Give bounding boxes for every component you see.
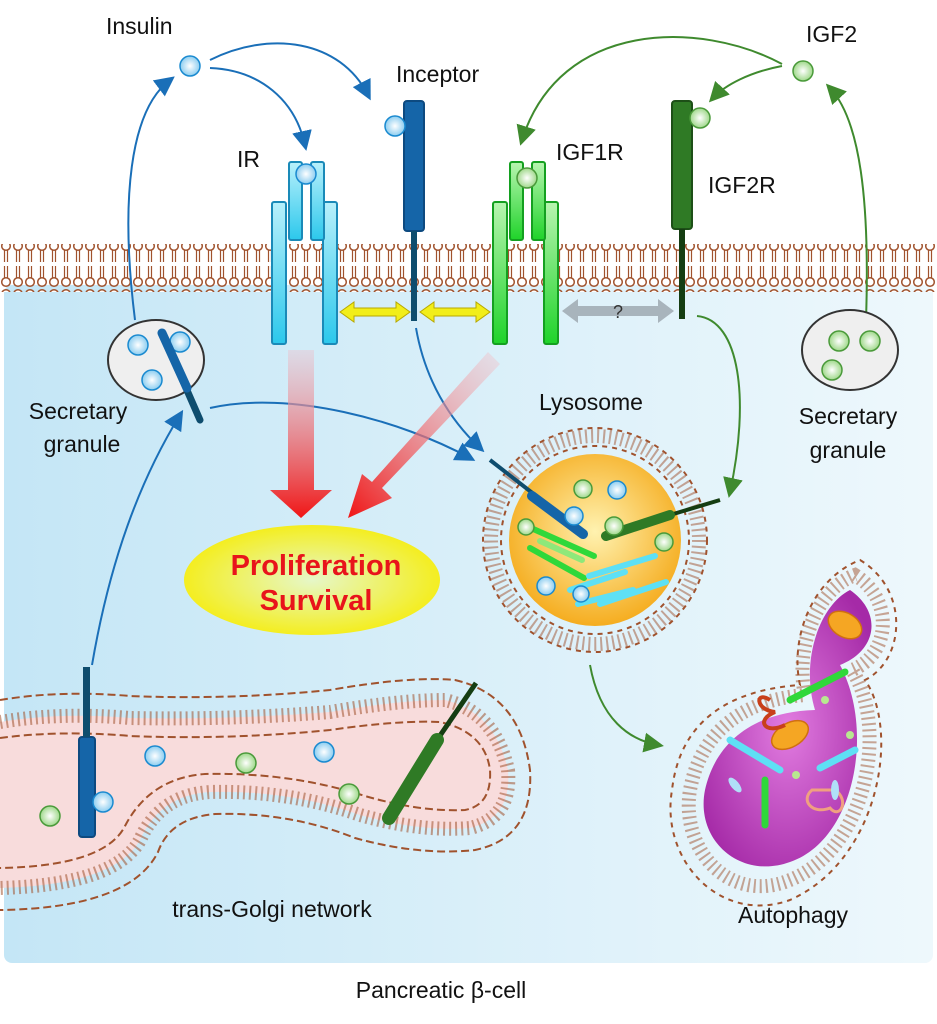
ir-label: IR (237, 146, 260, 172)
arrow-granule-to-igf2 (825, 83, 868, 321)
interaction-arrows: ? (339, 299, 674, 323)
autophagy-label: Autophagy (738, 902, 848, 928)
arrow-insulin-to-ir (209, 67, 312, 151)
igf1r-signal-arrow (348, 352, 500, 518)
arrow-igf2-to-igf1r (516, 36, 783, 146)
outcome-survival: Survival (260, 585, 373, 617)
arrow-granule-to-insulin (127, 76, 175, 321)
igf1r-receptor (492, 161, 559, 345)
trans-golgi-network (0, 678, 532, 911)
arrow-golgi-to-granule (91, 409, 184, 666)
outcome-oval: Proliferation Survival (184, 525, 440, 635)
secretary-granule-right-label-line1: Secretary (799, 403, 898, 429)
arrow-igf2r-to-lysosome (696, 315, 743, 498)
igf2r-receptor (671, 100, 711, 319)
autophagosome (669, 558, 898, 907)
lysosome (482, 427, 721, 653)
inceptor-igf1r-interaction-arrow (419, 301, 491, 323)
insulin-molecule (179, 55, 201, 77)
secretary-granule-left-label-line2: granule (44, 431, 121, 457)
igf1r-label: IGF1R (556, 139, 624, 165)
igf2-pathway-arrows (516, 36, 868, 753)
secretary-granule-right (801, 309, 899, 391)
outcome-proliferation: Proliferation (231, 550, 402, 582)
trans-golgi-label: trans-Golgi network (172, 896, 372, 922)
lysosome-label: Lysosome (539, 389, 643, 415)
igf2-label: IGF2 (806, 21, 857, 47)
golgi-cargo (39, 667, 479, 838)
arrow-inceptor-to-lysosome (415, 327, 485, 453)
inceptor-label: Inceptor (396, 61, 479, 87)
secretary-granule-left-label-line1: Secretary (29, 398, 128, 424)
igf1r-igf2r-unknown-arrow (562, 299, 674, 323)
arrow-lysosome-to-autophagy (589, 664, 664, 753)
arrow-granule-to-lysosome (209, 401, 476, 461)
ir-receptor (271, 161, 338, 345)
unknown-interaction-label: ? (613, 302, 623, 322)
secretary-granule-right-label-line2: granule (810, 437, 887, 463)
insulin-pathway-arrows (91, 42, 485, 666)
figure-title: Pancreatic β-cell (356, 977, 526, 1003)
signaling-arrows (270, 350, 500, 518)
inceptor-receptor (384, 100, 425, 321)
plasma-membrane (0, 244, 937, 292)
secretary-granule-left (107, 319, 205, 424)
ir-inceptor-interaction-arrow (339, 301, 411, 323)
igf2-molecule (792, 60, 814, 82)
ir-signal-arrow (270, 350, 332, 518)
insulin-label: Insulin (106, 13, 172, 39)
arrow-insulin-to-inceptor (209, 42, 371, 101)
cytoplasm (4, 285, 933, 963)
igf2r-label: IGF2R (708, 172, 776, 198)
arrow-igf2-to-igf2r (708, 65, 783, 103)
